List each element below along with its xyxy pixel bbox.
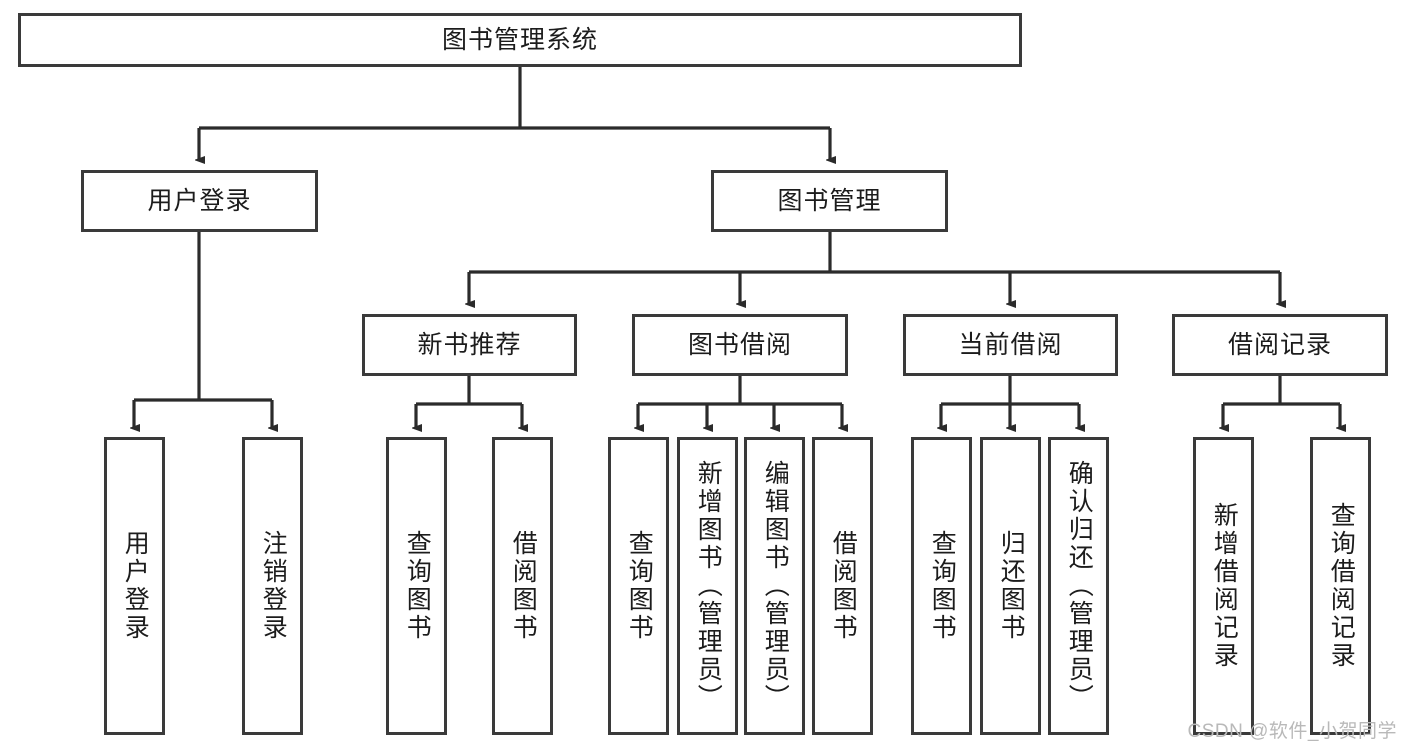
node-user-login[interactable]: 用户登录 <box>81 170 318 232</box>
node-borrow-record-label: 借阅记录 <box>1227 330 1332 359</box>
node-current-borrow[interactable]: 当前借阅 <box>903 314 1118 376</box>
leaf-query-book-1[interactable]: 查询图书 <box>386 437 447 735</box>
node-book-management[interactable]: 图书管理 <box>711 170 948 232</box>
leaf-query-record-label: 查询借阅记录 <box>1327 502 1356 670</box>
node-book-management-label: 图书管理 <box>777 186 882 215</box>
leaf-borrow-book-1-label: 借阅图书 <box>509 530 538 642</box>
leaf-return-book-label: 归还图书 <box>997 530 1026 642</box>
leaf-add-record[interactable]: 新增借阅记录 <box>1193 437 1254 735</box>
node-user-login-label: 用户登录 <box>147 186 252 215</box>
leaf-query-book-1-label: 查询图书 <box>403 530 432 642</box>
node-book-borrow-label: 图书借阅 <box>687 330 792 359</box>
leaf-add-record-label: 新增借阅记录 <box>1210 502 1239 670</box>
node-root-label: 图书管理系统 <box>441 25 598 54</box>
node-new-book-recommend-label: 新书推荐 <box>417 330 522 359</box>
leaf-query-record[interactable]: 查询借阅记录 <box>1310 437 1371 735</box>
leaf-query-book-2[interactable]: 查询图书 <box>608 437 669 735</box>
leaf-borrow-book-2[interactable]: 借阅图书 <box>812 437 873 735</box>
leaf-edit-book-label: 编辑图书（管理员） <box>761 460 790 712</box>
leaf-logout-login-label: 注销登录 <box>259 530 288 642</box>
leaf-user-login-label: 用户登录 <box>121 530 150 642</box>
leaf-add-book-label: 新增图书（管理员） <box>694 460 723 712</box>
leaf-borrow-book-1[interactable]: 借阅图书 <box>492 437 553 735</box>
leaf-edit-book[interactable]: 编辑图书（管理员） <box>744 437 805 735</box>
watermark: CSDN @软件_小贺同学 <box>1187 721 1397 742</box>
node-current-borrow-label: 当前借阅 <box>958 330 1063 359</box>
leaf-add-book[interactable]: 新增图书（管理员） <box>677 437 738 735</box>
node-root[interactable]: 图书管理系统 <box>18 13 1022 67</box>
leaf-logout-login[interactable]: 注销登录 <box>242 437 303 735</box>
node-new-book-recommend[interactable]: 新书推荐 <box>362 314 577 376</box>
leaf-confirm-return[interactable]: 确认归还（管理员） <box>1048 437 1109 735</box>
node-book-borrow[interactable]: 图书借阅 <box>632 314 848 376</box>
node-borrow-record[interactable]: 借阅记录 <box>1172 314 1388 376</box>
leaf-query-book-3[interactable]: 查询图书 <box>911 437 972 735</box>
leaf-query-book-2-label: 查询图书 <box>625 530 654 642</box>
leaf-return-book[interactable]: 归还图书 <box>980 437 1041 735</box>
leaf-query-book-3-label: 查询图书 <box>928 530 957 642</box>
leaf-borrow-book-2-label: 借阅图书 <box>829 530 858 642</box>
leaf-confirm-return-label: 确认归还（管理员） <box>1065 460 1094 712</box>
leaf-user-login[interactable]: 用户登录 <box>104 437 165 735</box>
